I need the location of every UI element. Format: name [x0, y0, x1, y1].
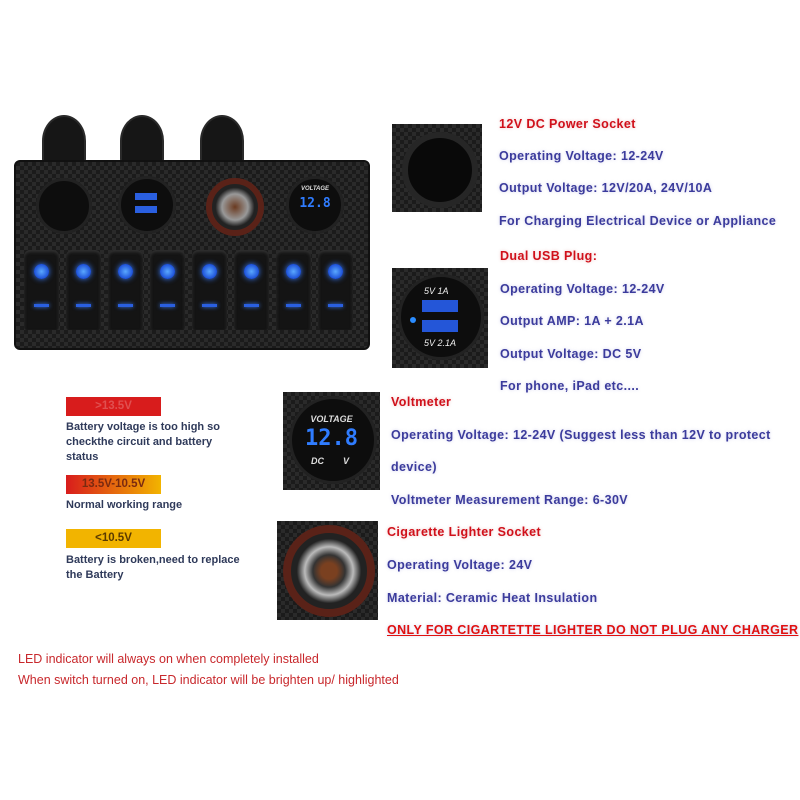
usb-title: Dual USB Plug:	[500, 249, 598, 263]
spec-line: Operating Voltage: 12-24V (Suggest less …	[391, 428, 771, 442]
indicator-bar	[118, 304, 133, 307]
level-low-text: Battery is broken,need to replace the Ba…	[66, 554, 240, 581]
power-led-icon	[118, 264, 133, 279]
voltmeter-title: Voltmeter	[391, 395, 452, 409]
spec-line: For Charging Electrical Device or Applia…	[499, 214, 777, 228]
lighter-outlet	[206, 178, 264, 236]
power-led-icon	[244, 264, 259, 279]
rocker-switch[interactable]	[318, 250, 353, 330]
lighter-title: Cigarette Lighter Socket	[387, 525, 542, 539]
rocker-switch[interactable]	[66, 250, 101, 330]
spec-line: For phone, iPad etc....	[500, 379, 640, 393]
indicator-bar	[286, 304, 301, 307]
spec-line: Output Voltage: 12V/20A, 24V/10A	[499, 181, 713, 195]
usb-port-icon	[135, 193, 157, 200]
indicator-bar	[328, 304, 343, 307]
lighter-image	[277, 521, 378, 620]
rocker-switch[interactable]	[150, 250, 185, 330]
indicator-bar	[160, 304, 175, 307]
spec-line: Operating Voltage: 12-24V	[499, 149, 664, 163]
level-high-text: Battery voltage is too high so checkthe …	[66, 421, 221, 463]
spec-line: Operating Voltage: 24V	[387, 558, 533, 572]
power-led-icon	[34, 264, 49, 279]
power-led-icon	[160, 264, 175, 279]
led-note: When switch turned on, LED indicator wil…	[18, 673, 399, 687]
power-socket-title: 12V DC Power Socket	[499, 117, 636, 131]
indicator-bar	[202, 304, 217, 307]
spec-line: Output Voltage: DC 5V	[500, 347, 642, 361]
level-normal-badge: 13.5V-10.5V	[66, 475, 161, 494]
power-led-icon	[202, 264, 217, 279]
lighter-warning: ONLY FOR CIGARTETTE LIGHTER DO NOT PLUG …	[387, 623, 799, 637]
spec-line: device)	[391, 460, 437, 474]
usb-port-icon	[422, 320, 458, 332]
indicator-bar	[76, 304, 91, 307]
voltmeter-label: VOLTAGE	[300, 186, 330, 192]
usb-port-icon	[422, 300, 458, 312]
dc-label: DC	[311, 456, 324, 466]
power-socket-outlet	[36, 178, 92, 234]
voltmeter-image: VOLTAGE 12.8 DC V	[283, 392, 380, 490]
usb-port-icon	[135, 206, 157, 213]
indicator-bar	[244, 304, 259, 307]
level-high-badge: >13.5V	[66, 397, 161, 416]
spec-line: Material: Ceramic Heat Insulation	[387, 591, 598, 605]
rocker-switch[interactable]	[192, 250, 227, 330]
voltmeter-display: VOLTAGE 12.8	[286, 176, 344, 234]
rocker-switch[interactable]	[234, 250, 269, 330]
usb-cap	[120, 115, 164, 167]
power-socket-image	[392, 124, 482, 212]
voltmeter-reading: 12.8	[305, 426, 358, 451]
power-led-icon	[328, 264, 343, 279]
voltmeter-label: VOLTAGE	[310, 414, 353, 424]
led-icon	[410, 317, 416, 323]
level-low-badge: <10.5V	[66, 529, 161, 548]
indicator-bar	[34, 304, 49, 307]
level-normal-text: Normal working range	[66, 499, 183, 511]
led-note: LED indicator will always on when comple…	[18, 652, 319, 666]
usb-port-label: 5V 2.1A	[424, 338, 457, 348]
spec-line: Operating Voltage: 12-24V	[500, 282, 665, 296]
rocker-switch[interactable]	[276, 250, 311, 330]
usb-outlet	[118, 176, 176, 234]
voltmeter-reading: 12.8	[299, 196, 331, 211]
rocker-switch[interactable]	[24, 250, 59, 330]
socket-cap	[42, 115, 86, 167]
spec-line: Voltmeter Measurement Range: 6-30V	[391, 493, 629, 507]
usb-image: 5V 1A 5V 2.1A	[392, 268, 488, 368]
v-label: V	[343, 456, 350, 466]
spec-line: Output AMP: 1A + 2.1A	[500, 314, 644, 328]
power-led-icon	[286, 264, 301, 279]
rocker-switch[interactable]	[108, 250, 143, 330]
usb-port-label: 5V 1A	[424, 286, 449, 296]
power-led-icon	[76, 264, 91, 279]
